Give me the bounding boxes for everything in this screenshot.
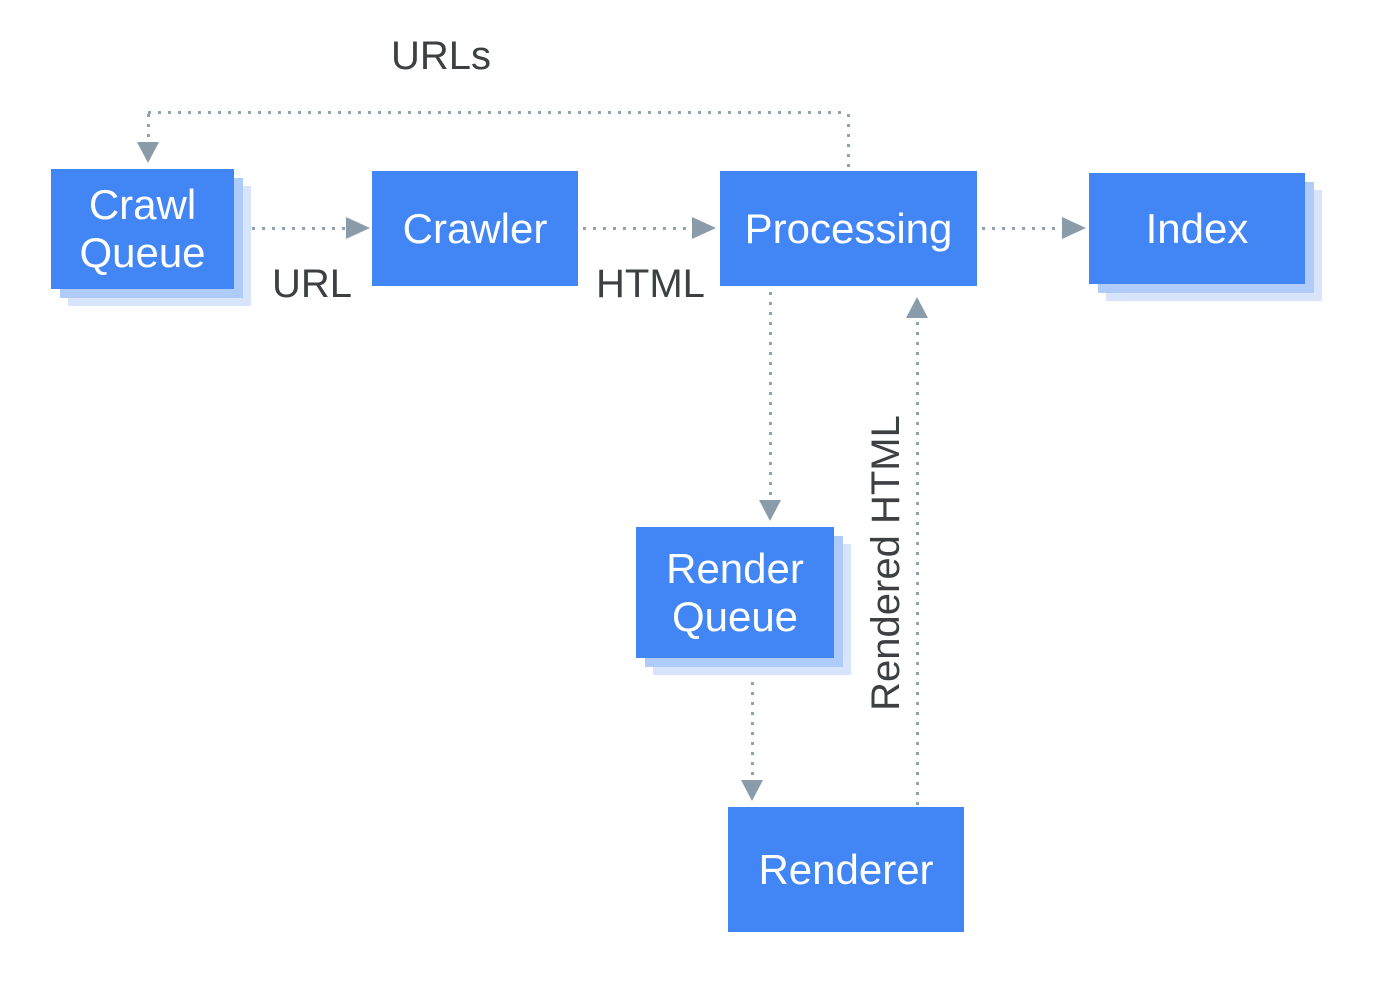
edge-label-url: URL	[272, 262, 353, 306]
arrowhead-right-icon	[346, 217, 370, 239]
node-renderer: Renderer	[728, 807, 964, 932]
arrowhead-down-icon	[741, 780, 763, 801]
node-crawl-queue-label: Crawl Queue	[79, 181, 206, 276]
edge-processing-to-crawl-queue-drop	[147, 114, 150, 144]
node-crawler: Crawler	[372, 171, 578, 286]
node-renderer-label: Renderer	[758, 845, 934, 893]
node-crawler-label: Crawler	[402, 204, 548, 252]
edge-processing-to-crawl-queue-riser	[847, 114, 850, 168]
arrowhead-right-icon	[1062, 217, 1086, 239]
edge-processing-to-index	[982, 227, 1062, 230]
edge-processing-to-render-queue	[769, 292, 772, 500]
edge-label-html: HTML	[596, 262, 705, 306]
edge-render-queue-to-renderer	[751, 682, 754, 780]
edge-crawl-queue-to-crawler	[252, 227, 346, 230]
edge-renderer-to-processing	[916, 322, 919, 806]
node-index-label: Index	[1145, 204, 1249, 252]
node-index: Index	[1089, 173, 1305, 284]
edge-crawler-to-processing	[583, 227, 692, 230]
edge-processing-to-crawl-queue-horizontal	[148, 111, 848, 114]
edge-label-urls: URLs	[391, 34, 492, 78]
edge-label-rendered-html: Rendered HTML	[864, 415, 908, 711]
node-processing-label: Processing	[744, 204, 953, 252]
node-processing: Processing	[720, 171, 977, 286]
node-crawl-queue: Crawl Queue	[51, 169, 234, 289]
arrowhead-down-icon	[137, 142, 159, 163]
arrowhead-down-icon	[759, 500, 781, 521]
node-render-queue-label: Render Queue	[666, 544, 804, 640]
arrowhead-right-icon	[692, 217, 716, 239]
node-render-queue: Render Queue	[636, 527, 834, 658]
arrowhead-up-icon	[906, 297, 928, 318]
